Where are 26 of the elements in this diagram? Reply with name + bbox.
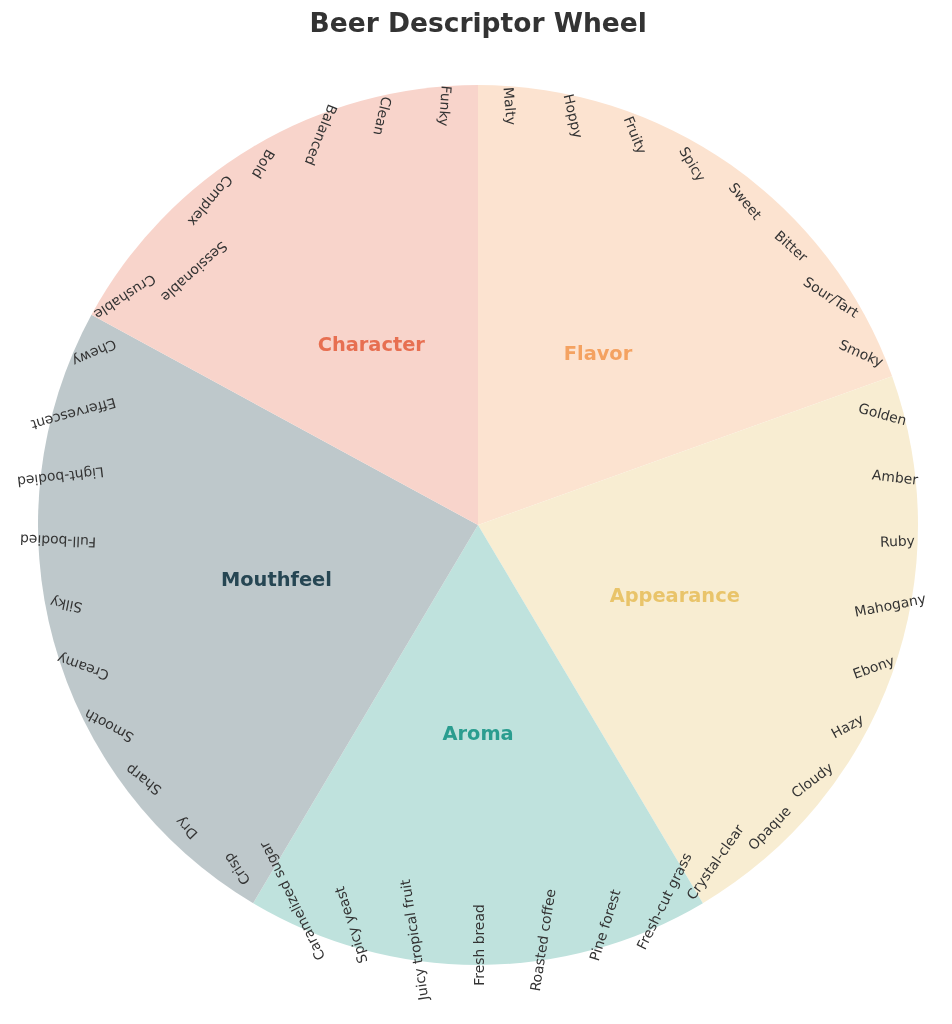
category-label: Aroma bbox=[442, 723, 514, 746]
descriptor-label: Dry bbox=[172, 813, 201, 842]
descriptor-label: Hoppy bbox=[560, 92, 587, 140]
descriptor-label: Light-bodied bbox=[16, 463, 105, 490]
diagram-title: Beer Descriptor Wheel bbox=[309, 8, 647, 39]
descriptor-label: Ruby bbox=[879, 532, 916, 550]
descriptor-label: Clean bbox=[370, 95, 395, 138]
category-label: Appearance bbox=[609, 584, 740, 607]
category-label: Character bbox=[317, 334, 425, 357]
descriptor-label: Malty bbox=[500, 86, 520, 126]
category-label: Flavor bbox=[563, 343, 633, 366]
descriptor-label: Mahogany bbox=[853, 590, 928, 620]
descriptor-label: Fresh bread bbox=[470, 904, 487, 986]
descriptor-label: Spicy yeast bbox=[331, 885, 371, 966]
descriptor-label: Pine forest bbox=[585, 887, 624, 963]
descriptor-label: Juicy tropical fruit bbox=[396, 878, 432, 1002]
descriptor-label: Fruity bbox=[620, 114, 650, 157]
descriptor-label: Full-bodied bbox=[20, 531, 97, 551]
descriptor-label: Amber bbox=[871, 466, 920, 488]
descriptor-label: Golden bbox=[857, 399, 909, 428]
descriptor-label: Funky bbox=[436, 85, 456, 128]
descriptor-label: Hazy bbox=[828, 710, 867, 741]
descriptor-label: Roasted coffee bbox=[526, 887, 559, 993]
descriptor-label: Ebony bbox=[850, 652, 897, 682]
category-label: Mouthfeel bbox=[220, 569, 332, 592]
descriptor-label: Silky bbox=[48, 594, 84, 616]
